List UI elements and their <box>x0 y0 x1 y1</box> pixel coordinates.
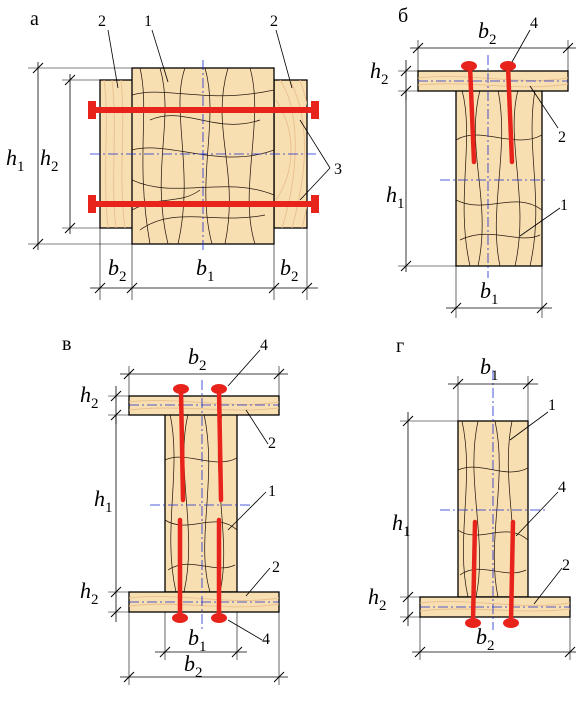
panel-v-callout-1: 1 <box>268 483 276 500</box>
panel-a-dim-b2-left: b2 <box>108 255 127 285</box>
panel-a-bolt-top <box>88 101 319 119</box>
panel-g-dim-h1: h1 <box>392 510 411 540</box>
panel-g-dim-b1: b1 <box>480 354 499 384</box>
panel-b: б <box>370 5 576 318</box>
panel-v-nail-bottom-right <box>211 517 227 623</box>
panel-b-letter: б <box>398 5 408 27</box>
panel-a: а <box>6 8 342 300</box>
panel-v-dim-h2-top: h2 <box>80 382 99 412</box>
panel-v-nail-top-right <box>211 384 227 503</box>
panel-b-dim-b2: b2 <box>478 18 497 48</box>
panel-v-callout-4-bottom: 4 <box>262 631 270 648</box>
panel-g-dim-h2: h2 <box>368 584 387 614</box>
panel-g-letter: г <box>396 335 404 357</box>
panel-v-web-timber <box>164 413 238 593</box>
panel-a-dim-b2-right: b2 <box>280 255 299 285</box>
panel-a-dim-h1: h1 <box>6 145 25 175</box>
panel-a-bolt-bottom <box>88 195 319 213</box>
panel-v-dim-b2-top: b2 <box>188 344 207 374</box>
panel-v-flange-top <box>128 395 280 416</box>
panel-v-letter: в <box>62 333 71 355</box>
panel-b-callout-4: 4 <box>530 15 538 32</box>
panel-a-dim-b1: b1 <box>196 255 215 285</box>
panel-b-callout-2: 2 <box>558 129 566 146</box>
panel-a-callout-2-right: 2 <box>270 13 278 30</box>
panel-v-dim-b1: b1 <box>188 625 207 655</box>
panel-v-nail-bottom-left <box>172 517 188 623</box>
panel-v-callout-4-top: 4 <box>260 337 268 354</box>
panel-v: в <box>62 333 288 685</box>
panel-a-letter: а <box>30 8 39 30</box>
panel-g-dim-b2: b2 <box>476 624 495 654</box>
panel-g-nail-left <box>465 519 481 628</box>
panel-b-web-timber <box>455 89 543 267</box>
panel-a-callout-2-left: 2 <box>98 13 106 30</box>
panel-v-dim-b2-bottom: b2 <box>184 651 203 681</box>
panel-b-nail-right <box>500 61 516 165</box>
panel-g-callout-4: 4 <box>558 479 566 496</box>
panel-a-callout-1: 1 <box>144 13 152 30</box>
panel-v-dim-h1: h1 <box>94 486 113 516</box>
panel-g-nail-right <box>503 519 519 628</box>
panel-v-dim-h2-bottom: h2 <box>80 578 99 608</box>
panel-a-callout-3: 3 <box>334 161 342 178</box>
panel-b-dim-h2: h2 <box>370 58 389 88</box>
panel-v-callout-2-bottom: 2 <box>272 559 280 576</box>
panel-b-nail-left <box>461 61 477 165</box>
panel-b-dim-h1: h1 <box>386 182 405 212</box>
panel-b-dim-b1: b1 <box>480 278 499 308</box>
panel-g-callout-1: 1 <box>548 397 556 414</box>
panel-g: г <box>368 335 576 660</box>
panel-v-nail-top-left <box>173 384 189 503</box>
panel-v-callout-2-top: 2 <box>268 435 276 452</box>
panel-b-callout-1: 1 <box>560 197 568 214</box>
panel-a-dim-h2: h2 <box>40 145 59 175</box>
panel-g-callout-2: 2 <box>562 557 570 574</box>
